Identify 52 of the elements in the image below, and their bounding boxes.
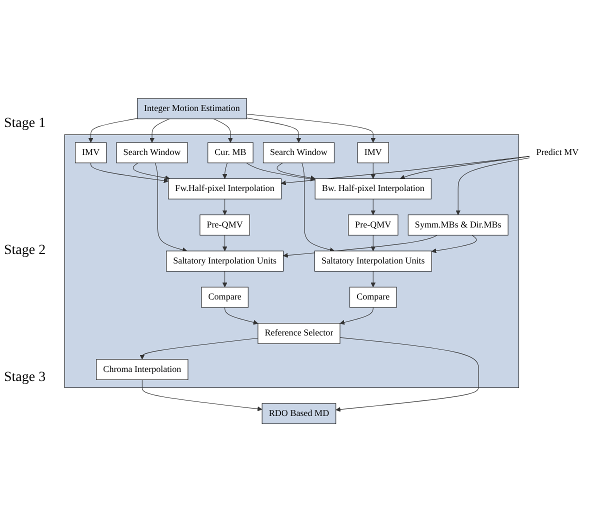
node-text: Predict MV	[536, 147, 579, 158]
node-box: Pre-QMV	[348, 214, 398, 236]
node-box: Saltatory Interpolation Units	[166, 250, 284, 272]
node-box: Chroma Interpolation	[96, 358, 188, 380]
arrow	[283, 234, 438, 258]
arrow	[224, 307, 258, 325]
arrow	[456, 157, 530, 215]
node-box: Pre-QMV	[200, 214, 250, 236]
arrow	[246, 114, 376, 143]
arrow	[340, 307, 374, 325]
arrow	[142, 379, 262, 412]
node-box: IMV	[74, 142, 107, 164]
node-box: Symm.MBs & Dir.MBs	[408, 214, 508, 236]
arrow	[370, 234, 376, 252]
arrow	[246, 162, 316, 182]
node-box: Cur. MB	[208, 142, 254, 164]
arrow	[431, 234, 477, 254]
stage-label: Stage 2	[4, 242, 47, 259]
arrow	[90, 162, 169, 183]
arrow	[302, 162, 335, 252]
stage-label: Stage 3	[4, 370, 47, 386]
arrow	[150, 118, 170, 143]
node-box: Reference Selector	[258, 322, 340, 344]
arrow	[154, 162, 188, 252]
arrow	[222, 198, 228, 215]
node-box: Saltatory Interpolation Units	[314, 250, 432, 272]
node-box: Integer Motion Estimation	[137, 98, 247, 119]
arrow	[400, 156, 530, 180]
arrow	[370, 270, 376, 288]
node-box: Compare	[350, 286, 397, 308]
arrow	[213, 118, 233, 143]
arrow	[222, 270, 228, 288]
arrow	[88, 118, 138, 143]
arrow	[222, 162, 228, 179]
node-box: RDO Based MD	[262, 403, 336, 424]
arrow	[140, 338, 258, 360]
node-box: Bw. Half-pixel Interpolation	[314, 178, 432, 200]
node-box: Search Window	[262, 142, 334, 164]
node-box: Search Window	[116, 142, 188, 164]
node-box: Fw.Half-pixel Interpolation	[168, 178, 282, 200]
arrow	[370, 162, 376, 179]
arrow	[222, 234, 228, 252]
cluster	[64, 134, 520, 388]
arrow	[246, 118, 302, 143]
node-box: IMV	[357, 142, 389, 164]
arrow	[132, 162, 170, 180]
node-box: Compare	[201, 286, 248, 308]
arrow	[336, 337, 479, 412]
arrow	[276, 162, 316, 180]
arrow	[370, 198, 376, 215]
arrow	[281, 156, 530, 186]
stage-label: Stage 1	[4, 116, 47, 132]
